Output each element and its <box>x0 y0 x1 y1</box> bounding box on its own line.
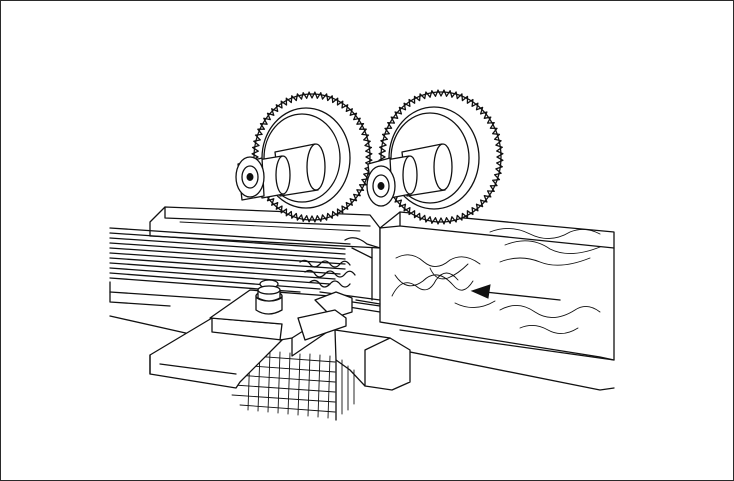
clamp-bolt <box>255 279 283 315</box>
fence-board <box>149 206 381 249</box>
mesh-guard <box>231 349 336 419</box>
spindle-right <box>366 143 453 207</box>
bed-detail <box>351 247 381 305</box>
feed-arrow <box>470 284 561 301</box>
machine-bed <box>109 281 615 391</box>
base-bracket <box>334 329 411 421</box>
spindle-left <box>235 143 326 201</box>
guard-plate <box>149 289 353 389</box>
wood-workpiece <box>379 211 615 361</box>
